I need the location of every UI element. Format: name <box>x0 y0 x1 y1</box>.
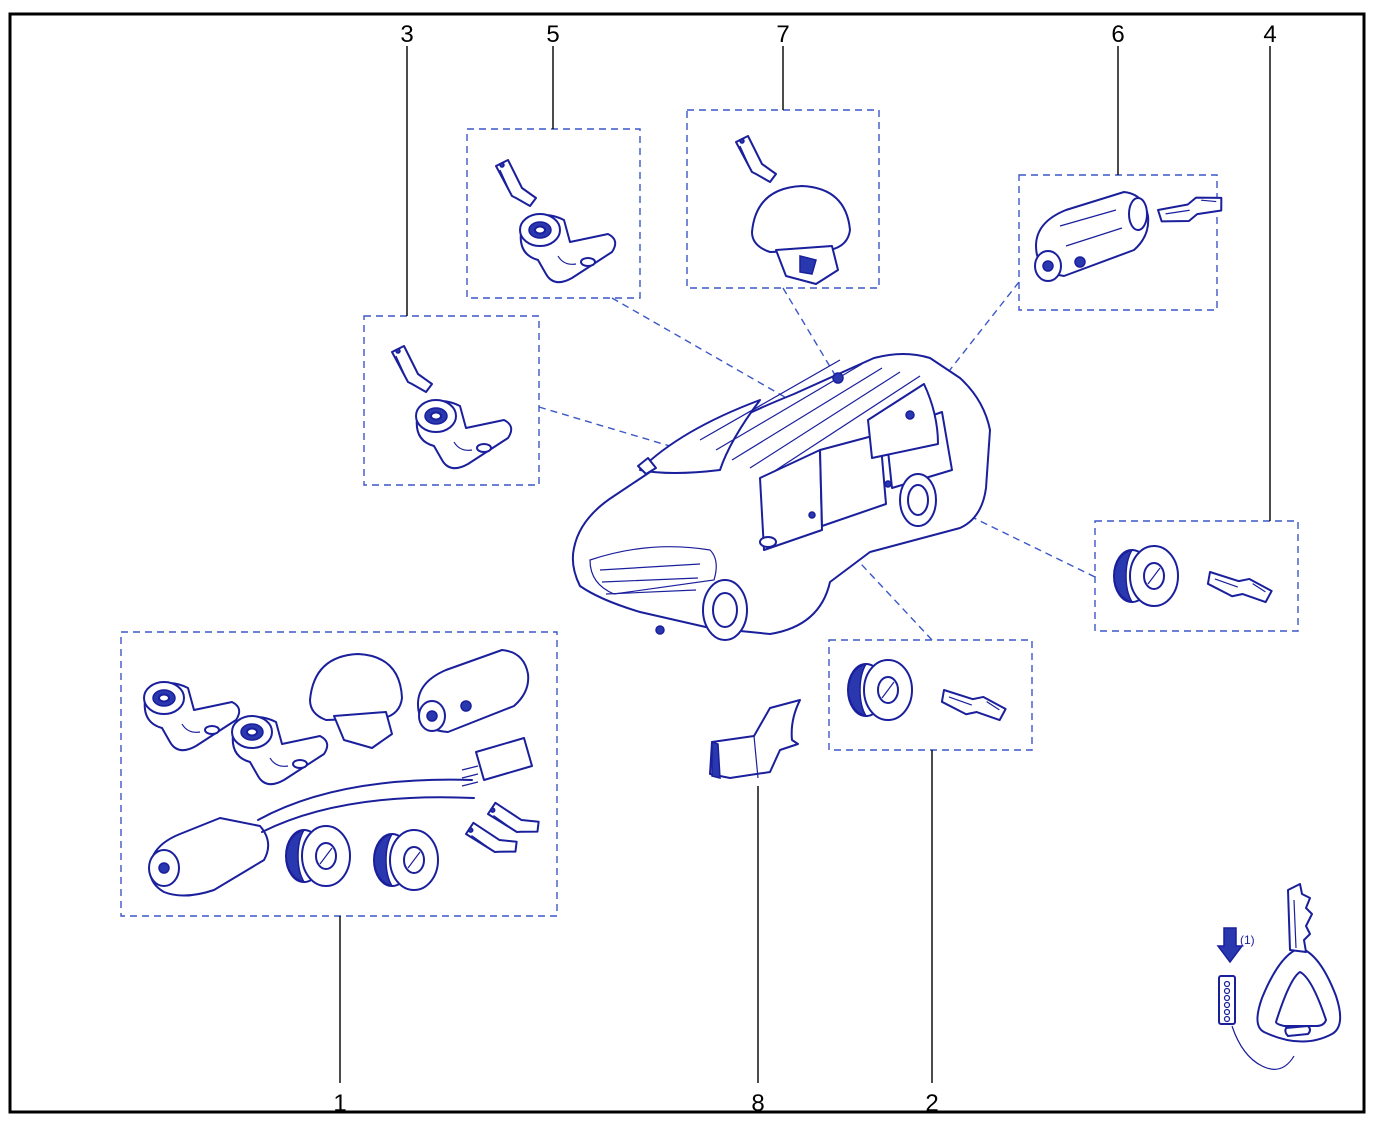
callout-number-3: 3 <box>400 21 413 48</box>
pointer-5 <box>611 297 791 401</box>
key-note-label: (1) <box>1240 933 1255 947</box>
callout-number-4: 4 <box>1263 21 1276 48</box>
fuel-cap-lock-7 <box>735 135 851 285</box>
complete-lock-set-1 <box>143 649 544 897</box>
callout-number-1: 1 <box>333 1090 346 1117</box>
arrow-down-icon <box>1216 927 1244 964</box>
key-with-code-tag: (1) <box>1216 883 1342 1070</box>
vehicle-illustration <box>571 353 991 641</box>
pointer-3 <box>538 406 701 456</box>
callout-number-2: 2 <box>925 1090 938 1117</box>
pointer-7 <box>782 287 839 381</box>
callout-number-7: 7 <box>776 21 789 48</box>
part-box-2 <box>828 639 1033 751</box>
callout-number-5: 5 <box>546 21 559 48</box>
part-box-1 <box>120 631 558 917</box>
part-box-4 <box>1094 520 1299 632</box>
part-box-3 <box>363 315 540 486</box>
callout-number-6: 6 <box>1111 21 1124 48</box>
ignition-lock-6 <box>1034 189 1227 282</box>
callout-number-8: 8 <box>751 1090 764 1117</box>
part-8-bracket <box>709 699 801 779</box>
